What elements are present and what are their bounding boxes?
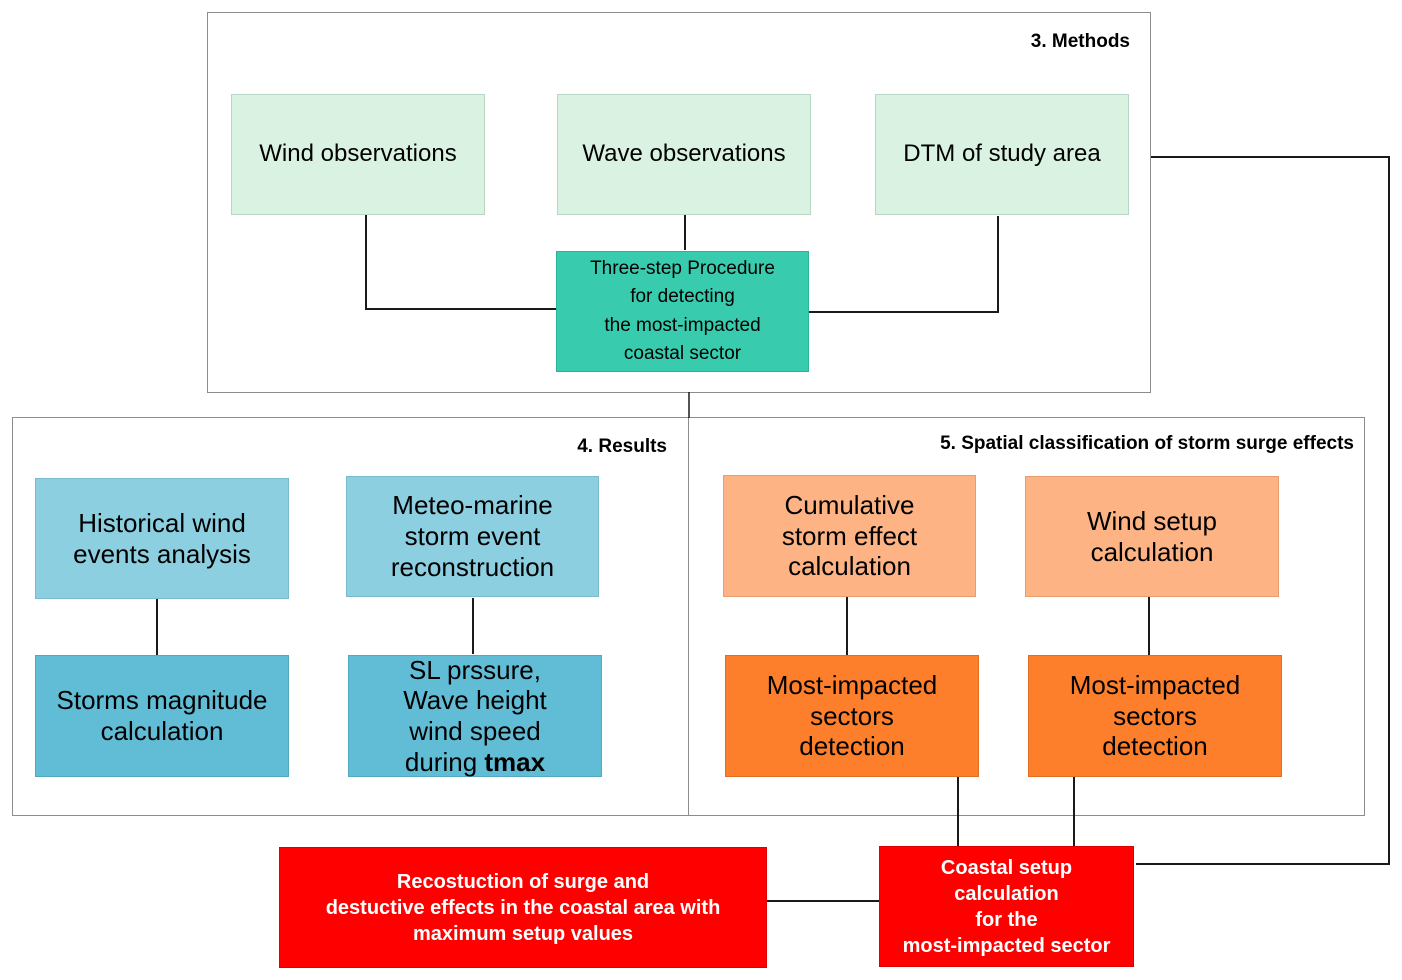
meteo-marine-reconstruction-node: Meteo-marine storm event reconstruction: [346, 476, 599, 597]
connector-dtm-to-coastal: [1136, 156, 1390, 865]
most-impacted-sectors-left-node: Most-impacted sectors detection: [725, 655, 979, 777]
coastal-setup-calculation-node: Coastal setup calculation for the most-i…: [879, 846, 1134, 967]
dtm-study-area-node: DTM of study area: [875, 94, 1129, 215]
connector-dtm-to-procedure: [808, 216, 999, 313]
tmax-label: tmax: [484, 746, 546, 777]
cumulative-storm-effect-node: Cumulative storm effect calculation: [723, 475, 976, 597]
most-impacted-sectors-right-node: Most-impacted sectors detection: [1028, 655, 1282, 777]
wave-observations-node: Wave observations: [557, 94, 811, 215]
reconstruction-surge-node: Recostuction of surge and destuctive eff…: [279, 847, 767, 968]
connector-wind-to-procedure: [365, 214, 557, 310]
results-panel-title: 4. Results: [577, 436, 667, 457]
sl-pressure-wave-wind-label: SL prssure, Wave height wind speed durin…: [403, 654, 547, 777]
spatial-classification-panel-title: 5. Spatial classification of storm surge…: [940, 433, 1354, 454]
methods-panel-title: 3. Methods: [1030, 31, 1130, 52]
storms-magnitude-node: Storms magnitude calculation: [35, 655, 289, 777]
wind-observations-node: Wind observations: [231, 94, 485, 215]
sl-pressure-wave-wind-node: SL prssure, Wave height wind speed durin…: [348, 655, 602, 777]
three-step-procedure-node: Three-step Procedure for detecting the m…: [556, 251, 809, 372]
historical-wind-events-node: Historical wind events analysis: [35, 478, 289, 599]
wind-setup-calculation-node: Wind setup calculation: [1025, 476, 1279, 597]
